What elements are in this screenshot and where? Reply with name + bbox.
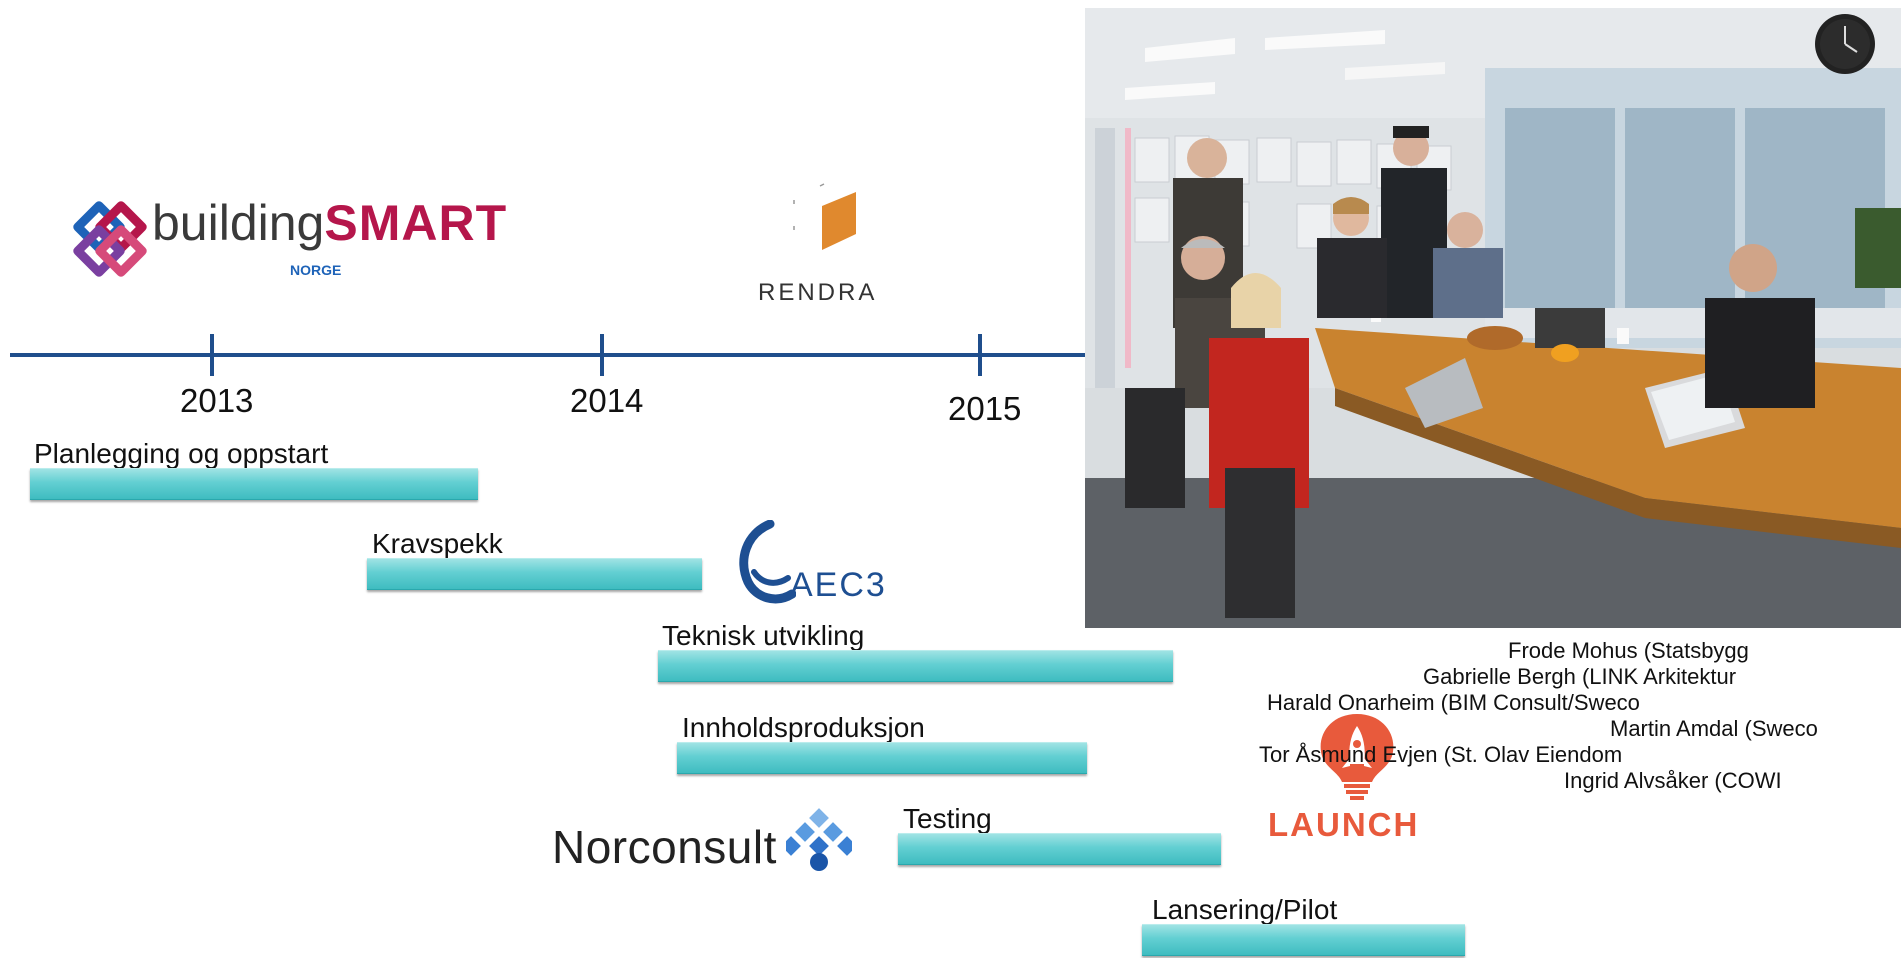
launch-wordmark: LAUNCH <box>1268 806 1420 843</box>
rocket-lightbulb-icon <box>1320 714 1394 800</box>
norconsult-wordmark: Norconsult <box>552 821 777 873</box>
aec3-wordmark: AEC3 <box>790 566 887 604</box>
timeline-tick-2014 <box>600 334 604 376</box>
team-photo-illustration <box>1085 8 1901 628</box>
phase-label-testing: Testing <box>903 803 992 834</box>
aec3-swirl-icon <box>739 520 796 604</box>
year-label-2014: 2014 <box>570 382 644 419</box>
phase-bar-lansering <box>1142 924 1465 956</box>
buildingsmart-wordmark: buildingSMART <box>152 195 508 251</box>
participant-name: Tor Åsmund Evjen (St. Olav Eiendom <box>1259 742 1623 767</box>
phase-bar-innholdsproduksjon <box>677 742 1087 774</box>
phase-label-innholdsproduksjon: Innholdsproduksjon <box>682 712 925 743</box>
phase-bar-teknisk-utvikling <box>658 650 1173 682</box>
timeline-axis <box>10 353 1110 357</box>
norconsult-diamond-icon <box>786 808 852 871</box>
rendra-cube-icon <box>793 183 856 250</box>
buildingsmart-norge-label: NORGE <box>290 262 342 278</box>
timeline-tick-2013 <box>210 334 214 376</box>
phase-bar-planlegging <box>30 468 478 500</box>
participant-name: Ingrid Alvsåker (COWI <box>1564 768 1782 793</box>
year-label-2015: 2015 <box>948 390 1022 427</box>
year-label-2013: 2013 <box>180 382 254 419</box>
rendra-wordmark: RENDRA <box>758 279 878 306</box>
phase-bar-kravspekk <box>367 558 702 590</box>
timeline-tick-2015 <box>978 334 982 376</box>
phase-bar-testing <box>898 833 1221 865</box>
participant-name: Harald Onarheim (BIM Consult/Sweco <box>1267 690 1640 715</box>
phase-label-kravspekk: Kravspekk <box>372 528 503 559</box>
phase-label-teknisk-utvikling: Teknisk utvikling <box>662 620 865 651</box>
participant-name: Frode Mohus (Statsbygg <box>1508 638 1749 663</box>
phase-label-planlegging: Planlegging og oppstart <box>34 438 329 469</box>
participant-name: Gabrielle Bergh (LINK Arkitektur <box>1423 664 1737 689</box>
buildingsmart-knot-icon <box>73 201 147 277</box>
team-photo <box>1085 8 1901 628</box>
phase-label-lansering: Lansering/Pilot <box>1152 894 1338 925</box>
participant-name: Martin Amdal (Sweco <box>1610 716 1818 741</box>
